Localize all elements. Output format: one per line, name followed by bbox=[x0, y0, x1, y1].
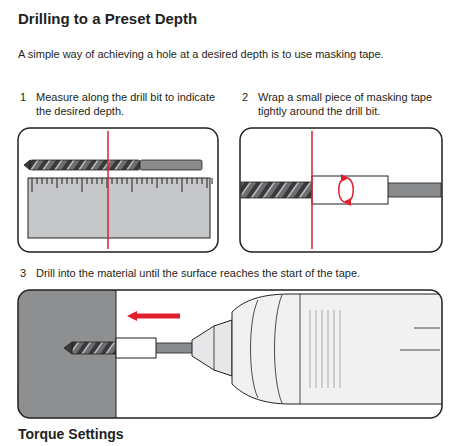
step-number: 3 bbox=[20, 266, 26, 280]
ruler-tick bbox=[162, 178, 163, 184]
ruler-tick bbox=[32, 178, 33, 192]
ruler-tick bbox=[42, 178, 43, 184]
ruler-tick bbox=[112, 178, 113, 184]
grip-line bbox=[310, 310, 311, 388]
ruler-tick bbox=[152, 178, 153, 184]
ruler-tick bbox=[67, 178, 68, 184]
ruler-tick bbox=[187, 178, 188, 184]
step-text: Measure along the drill bit to indicate … bbox=[36, 90, 228, 119]
intro-text: A simple way of achieving a hole at a de… bbox=[18, 47, 448, 61]
ruler-tick bbox=[137, 178, 138, 184]
grip-line bbox=[322, 310, 323, 388]
ruler-tick bbox=[97, 178, 98, 184]
ruler-tick bbox=[37, 178, 38, 184]
ruler-tick bbox=[212, 178, 213, 184]
ruler-tick bbox=[87, 178, 88, 184]
panel-wrap-tape bbox=[240, 128, 442, 252]
ruler-tick bbox=[147, 178, 148, 184]
ruler-tick bbox=[142, 178, 143, 184]
grip-line bbox=[316, 310, 317, 388]
step-number: 2 bbox=[242, 90, 248, 104]
ruler-tick bbox=[47, 178, 48, 184]
ruler-tick bbox=[182, 178, 183, 192]
ruler-tick bbox=[57, 178, 58, 188]
ruler-tick bbox=[92, 178, 93, 184]
ruler-tick bbox=[127, 178, 128, 184]
grip-line bbox=[328, 310, 329, 388]
ruler-tick bbox=[117, 178, 118, 184]
ruler-tick bbox=[177, 178, 178, 184]
ruler-tick bbox=[72, 178, 73, 184]
ruler-tick bbox=[202, 178, 203, 184]
ruler-tick bbox=[192, 178, 193, 184]
ruler-tick bbox=[132, 178, 133, 192]
grip-line bbox=[340, 310, 341, 388]
panel-drill bbox=[18, 290, 459, 418]
panel-measure bbox=[18, 128, 218, 252]
ruler-tick bbox=[207, 178, 208, 188]
ruler-tick bbox=[122, 178, 123, 184]
ruler-tick bbox=[52, 178, 53, 184]
grip-line bbox=[334, 310, 335, 388]
ruler-tick bbox=[197, 178, 198, 184]
ruler-tick bbox=[82, 178, 83, 192]
ruler-tick bbox=[77, 178, 78, 184]
ruler-tick bbox=[167, 178, 168, 184]
ruler-tick bbox=[62, 178, 63, 184]
page-title: Drilling to a Preset Depth bbox=[18, 9, 197, 29]
ruler-tick bbox=[172, 178, 173, 184]
step-number: 1 bbox=[20, 90, 26, 104]
step-text: Wrap a small piece of masking tape tight… bbox=[258, 90, 448, 119]
ruler-tick bbox=[157, 178, 158, 188]
step-text: Drill into the material until the surfac… bbox=[36, 266, 446, 280]
ruler-tick bbox=[102, 178, 103, 184]
section-heading: Torque Settings bbox=[18, 425, 124, 443]
